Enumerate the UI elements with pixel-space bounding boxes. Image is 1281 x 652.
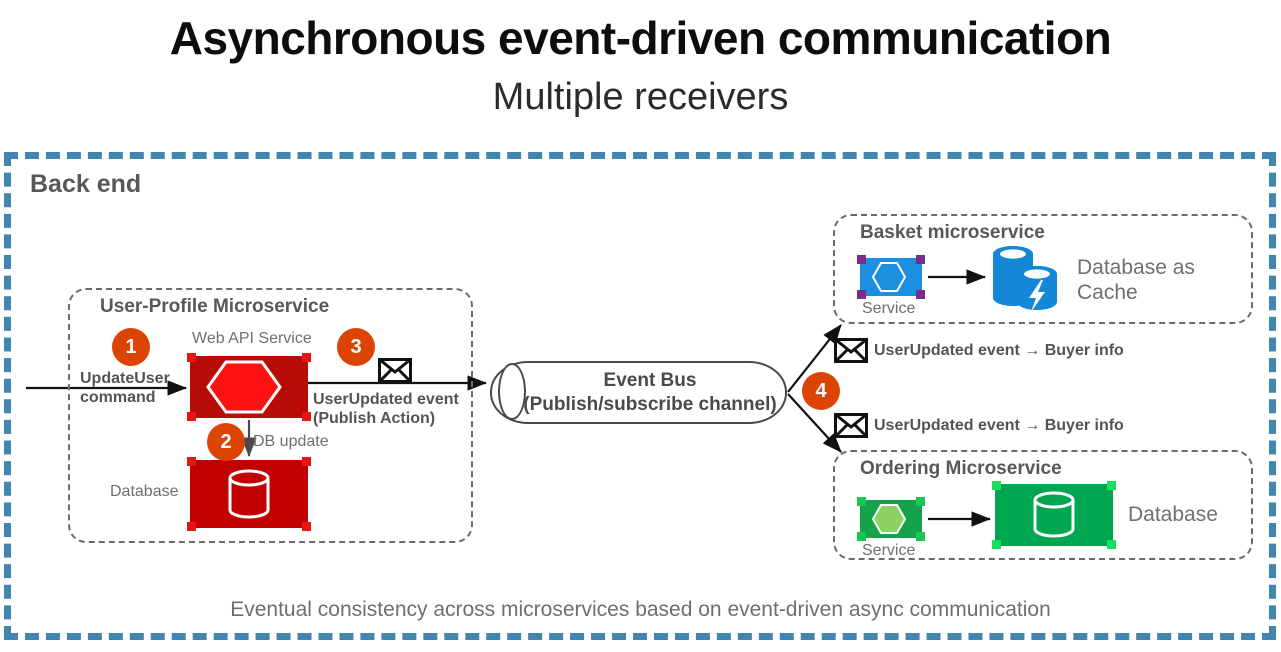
database-cache-icon[interactable] xyxy=(985,240,1065,316)
event-bus-cylinder[interactable]: Event Bus (Publish/subscribe channel) xyxy=(490,361,787,424)
resize-handle-top-left xyxy=(187,353,196,362)
footer-note: Eventual consistency across microservice… xyxy=(230,598,1051,621)
resize-handle-top-right xyxy=(302,457,311,466)
user-database-caption: Database xyxy=(110,483,179,500)
basket-service-icon[interactable] xyxy=(857,255,925,299)
event-bus-line2: (Publish/subscribe channel) xyxy=(523,393,777,415)
envelope-icon xyxy=(834,338,868,363)
resize-handle-top-right xyxy=(916,497,925,506)
resize-handle-top-left xyxy=(857,497,866,506)
subscription-label-basket: UserUpdated event → Buyer info xyxy=(874,342,1124,359)
resize-handle-top-right xyxy=(916,255,925,264)
hexagon-glyph xyxy=(871,504,907,534)
ordering-microservice-title: Ordering Microservice xyxy=(860,458,1062,479)
hexagon-glyph xyxy=(206,360,282,414)
envelope-icon xyxy=(378,358,412,383)
basket-microservice-box[interactable] xyxy=(833,214,1253,324)
backend-boundary xyxy=(4,152,1276,640)
step-badge-3: 3 xyxy=(337,328,375,366)
hexagon-glyph xyxy=(871,262,907,292)
event-bus-line1: Event Bus xyxy=(603,370,697,391)
update-user-command-line1: UpdateUser xyxy=(80,370,170,387)
resize-handle-bottom-left xyxy=(187,412,196,421)
basket-service-caption: Service xyxy=(862,300,916,317)
resize-handle-bottom-left xyxy=(187,522,196,531)
page-title: Asynchronous event-driven communication xyxy=(169,12,1112,64)
resize-handle-bottom-right xyxy=(302,412,311,421)
ordering-database-icon[interactable] xyxy=(992,481,1116,549)
resize-handle-top-right xyxy=(302,353,311,362)
resize-handle-bottom-left xyxy=(857,532,866,541)
page-subtitle: Multiple receivers xyxy=(492,76,789,118)
basket-db-caption-line1: Database as xyxy=(1077,256,1195,279)
publish-line1: UserUpdated event xyxy=(313,391,459,408)
basket-database-caption: Database as Cache xyxy=(1077,256,1195,306)
resize-handle-top-left xyxy=(857,255,866,264)
web-api-service-icon[interactable] xyxy=(187,353,311,421)
resize-handle-bottom-left xyxy=(857,290,866,299)
user-database-icon[interactable] xyxy=(187,457,311,531)
publish-line2: (Publish Action) xyxy=(313,409,436,427)
resize-handle-top-left xyxy=(992,481,1001,490)
event-bus-left-cap xyxy=(498,363,526,420)
basket-service-fill xyxy=(860,258,922,296)
basket-microservice-title: Basket microservice xyxy=(860,222,1045,243)
resize-handle-top-right xyxy=(1107,481,1116,490)
database-cylinder-glyph xyxy=(228,469,270,519)
backend-label: Back end xyxy=(30,170,142,198)
ordering-service-icon[interactable] xyxy=(857,497,925,541)
user-profile-microservice-box[interactable] xyxy=(68,288,473,543)
resize-handle-bottom-left xyxy=(992,540,1001,549)
ordering-service-caption: Service xyxy=(862,542,916,559)
event-bus-body xyxy=(490,361,787,424)
resize-handle-bottom-right xyxy=(916,290,925,299)
ordering-microservice-box[interactable] xyxy=(833,450,1253,560)
resize-handle-top-left xyxy=(187,457,196,466)
basket-db-caption-line2: Cache xyxy=(1077,280,1138,304)
resize-handle-bottom-right xyxy=(302,522,311,531)
envelope-icon xyxy=(834,413,868,438)
update-user-command-label: UpdateUser command xyxy=(80,370,170,408)
subscription-label-ordering: UserUpdated event → Buyer info xyxy=(874,417,1124,434)
event-bus-label: Event Bus (Publish/subscribe channel) xyxy=(520,369,780,417)
userupdated-publish-label: UserUpdated event (Publish Action) xyxy=(313,391,459,429)
resize-handle-bottom-right xyxy=(1107,540,1116,549)
ordering-database-caption: Database xyxy=(1128,503,1218,526)
user-profile-microservice-title: User-Profile Microservice xyxy=(100,296,330,317)
resize-handle-bottom-right xyxy=(916,532,925,541)
update-user-command-line2: command xyxy=(80,388,156,406)
step-badge-2: 2 xyxy=(207,423,245,461)
step-badge-4: 4 xyxy=(802,372,840,410)
web-api-service-caption: Web API Service xyxy=(192,330,312,347)
step-badge-1: 1 xyxy=(112,328,150,366)
db-update-label: DB update xyxy=(253,433,329,450)
database-cylinder-glyph xyxy=(1033,491,1075,538)
